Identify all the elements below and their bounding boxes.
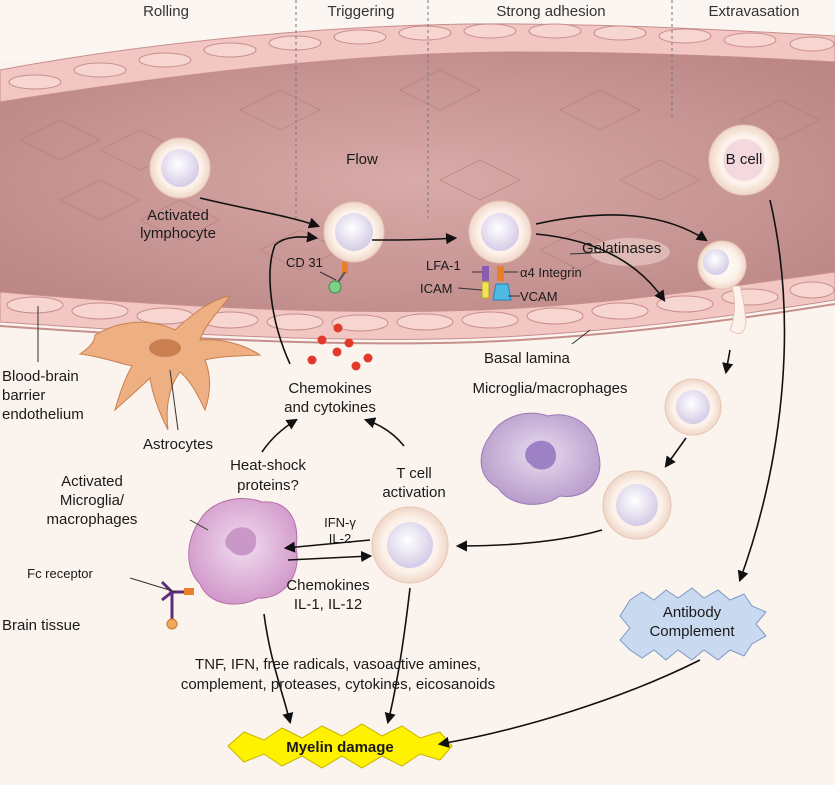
- brain-tissue-label: Brain tissue: [2, 617, 80, 634]
- t-cell-activation-label-2: activation: [382, 484, 445, 501]
- antibody-label: Antibody: [663, 604, 722, 621]
- lumen-texture: [19, 69, 821, 271]
- stage-dividers: [295, 0, 673, 218]
- activated-microglia-label-3: macrophages: [47, 511, 138, 528]
- microglia-macrophages-label: Microglia/macrophages: [472, 380, 627, 397]
- gelatinases-cloud: [590, 238, 670, 266]
- activated-lymphocyte-label-2: lymphocyte: [140, 225, 216, 242]
- myelin-damage-badge: [227, 723, 453, 769]
- chemokines-cytokines-label-1: Chemokines: [288, 380, 371, 397]
- lfa1-icam-molecule: [481, 266, 490, 299]
- pathway-arrows: [199, 197, 786, 748]
- lfa1-label: LFA-1: [426, 258, 461, 273]
- activated-microglia-label-2: Microglia/: [60, 492, 125, 509]
- cd31-label: CD 31: [286, 255, 323, 270]
- adhesion-lymphocyte-cell: [468, 200, 532, 264]
- t-cell: [371, 506, 449, 584]
- chemokines-label: Chemokines: [286, 577, 369, 594]
- activated-microglia-cell: [188, 498, 298, 605]
- tissue-lymphocyte-1: [664, 378, 722, 436]
- basal-lamina-label: Basal lamina: [484, 350, 571, 367]
- mediators-label-1: TNF, IFN, free radicals, vasoactive amin…: [195, 656, 481, 673]
- flow-label: Flow: [346, 151, 378, 168]
- a4-integrin-label: α4 Integrin: [520, 265, 582, 280]
- stage-triggering: Triggering: [328, 3, 395, 20]
- il2-label: IL-2: [329, 531, 351, 546]
- antibody-complement-badge: [619, 587, 767, 661]
- microglia-cell: [480, 412, 601, 505]
- activated-microglia-label-1: Activated: [61, 473, 123, 490]
- activated-lymphocyte-label-1: Activated: [147, 207, 209, 224]
- stage-extravasation: Extravasation: [709, 3, 800, 20]
- b-cell-label: B cell: [726, 151, 763, 168]
- b-cell: [708, 124, 780, 196]
- activated-lymphocyte-cell: [149, 137, 211, 199]
- bbb-label-2: barrier: [2, 387, 45, 404]
- ifn-gamma-label: IFN-γ: [324, 515, 356, 530]
- vcam-label: VCAM: [520, 289, 558, 304]
- stage-rolling: Rolling: [143, 3, 189, 20]
- astrocytes-label: Astrocytes: [143, 436, 213, 453]
- myelin-damage-label: Myelin damage: [286, 739, 394, 756]
- extravasating-lymphocyte-cell: [697, 240, 747, 335]
- complement-label: Complement: [649, 623, 735, 640]
- upper-endothelial-cells: [8, 23, 835, 90]
- il1-il12-label: IL-1, IL-12: [294, 596, 362, 613]
- cd31-molecule: [328, 262, 348, 294]
- chemokines-cytokines-label-2: and cytokines: [284, 399, 376, 416]
- icam-label: ICAM: [420, 281, 453, 296]
- astrocyte-cell: [78, 295, 262, 431]
- triggering-lymphocyte-cell: [323, 201, 385, 263]
- label-leader-lines: [37, 251, 613, 593]
- gelatinases-label: Gelatinases: [582, 240, 661, 257]
- mediators-label-2: complement, proteases, cytokines, eicosa…: [181, 676, 495, 693]
- chemokine-dots: [307, 323, 373, 371]
- t-cell-activation-label-1: T cell: [396, 465, 432, 482]
- bbb-label-3: endothelium: [2, 406, 84, 423]
- a4-integrin-vcam-molecule: [492, 266, 512, 301]
- stage-strong-adhesion: Strong adhesion: [496, 3, 605, 20]
- heat-shock-label-2: proteins?: [237, 477, 299, 494]
- fc-receptor-label: Fc receptor: [27, 566, 93, 581]
- bbb-label-1: Blood-brain: [2, 368, 79, 385]
- heat-shock-label-1: Heat-shock: [230, 457, 306, 474]
- tissue-lymphocyte-2: [602, 470, 672, 540]
